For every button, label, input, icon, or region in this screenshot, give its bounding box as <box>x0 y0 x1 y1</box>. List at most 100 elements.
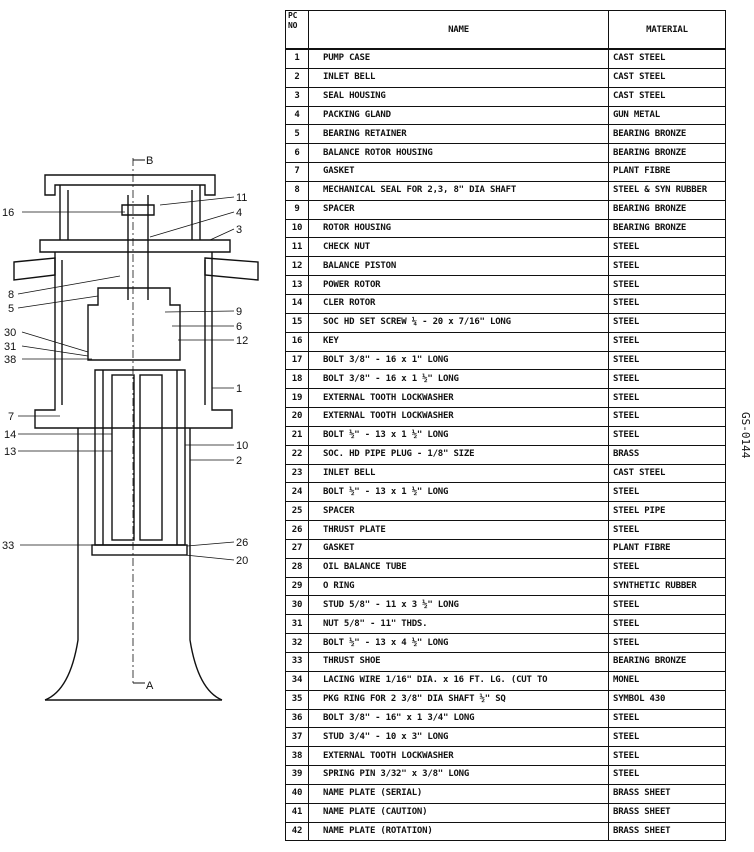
header-no: NO <box>288 21 298 30</box>
name-cell: BOLT 3/8" - 16 x 1" LONG <box>308 350 609 371</box>
pc-no-cell: 7 <box>285 162 309 182</box>
name-cell: BOLT 3/8" - 16" x 1 3/4" LONG <box>308 708 609 729</box>
pc-no-cell: 2 <box>285 67 309 88</box>
material-cell: STEEL <box>608 557 726 578</box>
pc-no-cell: 5 <box>285 124 309 145</box>
material-cell: STEEL <box>608 331 726 352</box>
material-cell: STEEL <box>608 369 726 390</box>
name-cell: SEAL HOUSING <box>308 86 609 107</box>
callout-label: 1 <box>236 383 242 395</box>
material-cell: STEEL <box>608 633 726 653</box>
pc-no-cell: 37 <box>285 727 309 748</box>
pc-no-cell: 25 <box>285 501 309 522</box>
pc-no-cell: 34 <box>285 670 309 691</box>
name-cell: INLET BELL <box>308 463 609 484</box>
pc-no-cell: 40 <box>285 783 309 804</box>
name-cell: NAME PLATE (CAUTION) <box>308 802 609 823</box>
callout-label: 12 <box>236 335 248 347</box>
material-cell: CAST STEEL <box>608 86 726 107</box>
material-cell: BEARING BRONZE <box>608 218 726 239</box>
material-cell: BRASS SHEET <box>608 821 726 842</box>
material-cell: STEEL <box>608 765 726 785</box>
name-cell: EXTERNAL TOOTH LOCKWASHER <box>308 388 609 409</box>
pc-no-cell: 6 <box>285 143 309 164</box>
material-cell: STEEL <box>608 727 726 748</box>
name-cell: SPACER <box>308 501 609 522</box>
callout-label: 13 <box>4 446 16 458</box>
material-cell: GUN METAL <box>608 105 726 126</box>
callout-label: 30 <box>4 327 16 339</box>
callout-leader-line <box>159 196 235 206</box>
pc-no-cell: 3 <box>285 86 309 107</box>
name-cell: BALANCE ROTOR HOUSING <box>308 143 609 164</box>
pc-no-cell: 39 <box>285 765 309 785</box>
name-cell: SOC HD SET SCREW ¼ - 20 x 7/16" LONG <box>308 312 609 333</box>
material-cell: MONEL <box>608 670 726 691</box>
name-cell: CLER ROTOR <box>308 293 609 314</box>
material-cell: PLANT FIBRE <box>608 538 726 559</box>
pc-no-cell: 10 <box>285 218 309 239</box>
pc-no-cell: 35 <box>285 689 309 710</box>
name-cell: MECHANICAL SEAL FOR 2,3, 8" DIA SHAFT <box>308 180 609 201</box>
name-cell: KEY <box>308 331 609 352</box>
pc-no-cell: 42 <box>285 821 309 842</box>
material-cell: STEEL <box>608 388 726 409</box>
callout-label: 8 <box>8 289 14 301</box>
callout-label: 38 <box>4 354 16 366</box>
section-label-a: A <box>146 680 154 692</box>
pc-no-cell: 12 <box>285 256 309 277</box>
pc-no-cell: 29 <box>285 576 309 597</box>
callout-label: 3 <box>236 224 242 236</box>
name-cell: SPRING PIN 3/32" x 3/8" LONG <box>308 765 609 785</box>
name-cell: ROTOR HOUSING <box>308 218 609 239</box>
pc-no-cell: 31 <box>285 614 309 635</box>
header-name: NAME <box>308 10 609 50</box>
material-cell: STEEL <box>608 746 726 767</box>
pc-no-cell: 11 <box>285 237 309 258</box>
material-cell: STEEL <box>608 256 726 277</box>
pc-no-cell: 9 <box>285 199 309 220</box>
callout-leader-line <box>21 345 89 357</box>
material-cell: STEEL <box>608 520 726 540</box>
header-material: MATERIAL <box>608 10 726 50</box>
material-cell: BEARING BRONZE <box>608 199 726 220</box>
name-cell: PKG RING FOR 2 3/8" DIA SHAFT ½" SQ <box>308 689 609 710</box>
material-cell: STEEL <box>608 275 726 295</box>
name-cell: BOLT 3/8" - 16 x 1 ½" LONG <box>308 369 609 390</box>
name-cell: O RING <box>308 576 609 597</box>
material-cell: STEEL <box>608 407 726 427</box>
material-cell: CAST STEEL <box>608 67 726 88</box>
pc-no-cell: 16 <box>285 331 309 352</box>
callout-label: 33 <box>2 540 14 552</box>
name-cell: SPACER <box>308 199 609 220</box>
pc-no-cell: 13 <box>285 275 309 295</box>
pc-no-cell: 18 <box>285 369 309 390</box>
name-cell: PUMP CASE <box>308 48 609 69</box>
callout-label: 26 <box>236 537 248 549</box>
callout-label: 31 <box>4 341 16 353</box>
